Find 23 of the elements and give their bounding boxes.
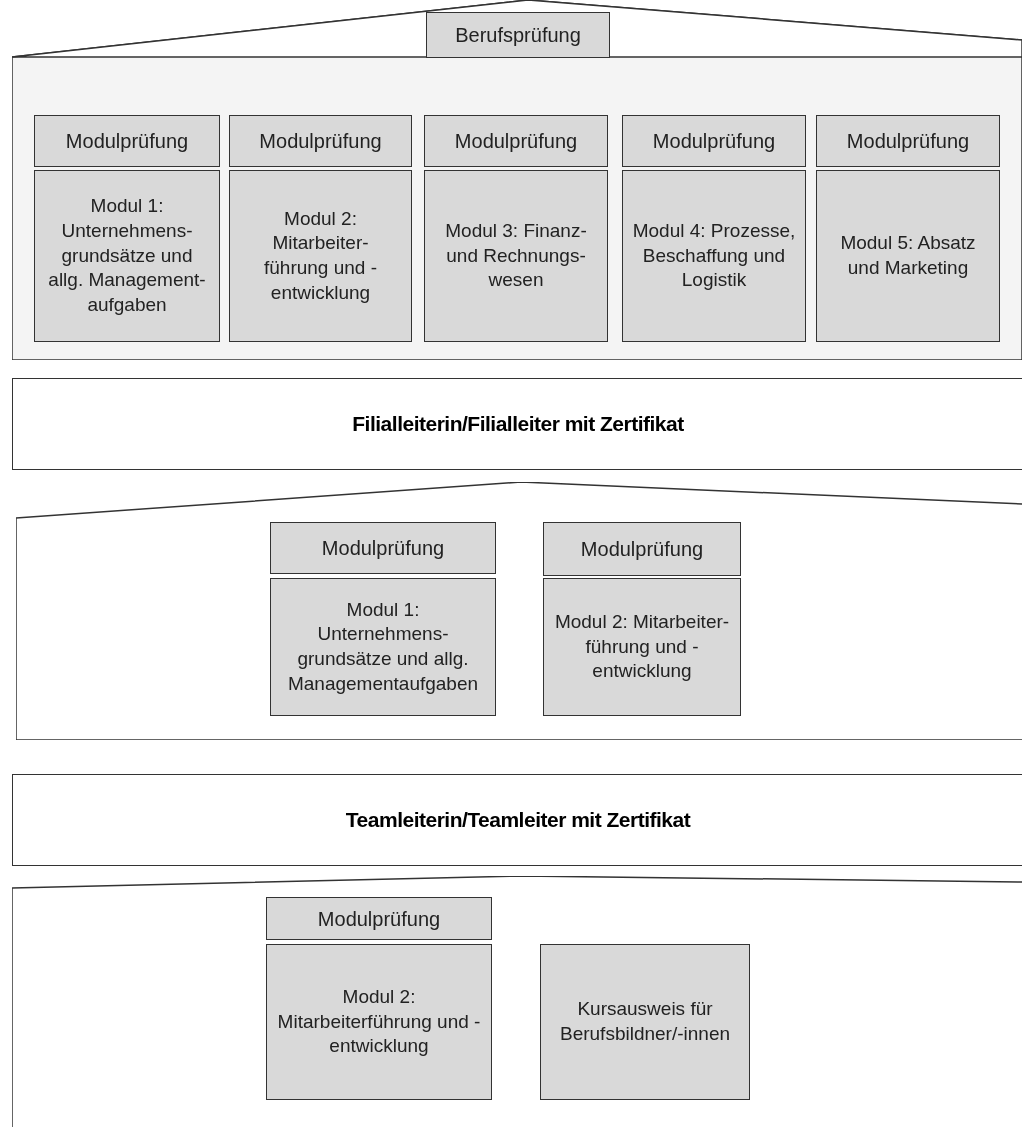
module-box: Modul 5: Absatz und Marketing <box>816 170 1000 342</box>
module-box: Modul 1: Unternehmens- grundsätze und allg. Management- aufgaben <box>34 170 220 342</box>
exam-box: Modulprüfung <box>816 115 1000 167</box>
exam-box: Modulprüfung <box>622 115 806 167</box>
certificate-banner: Teamleiterin/Teamleiter mit Zertifikat <box>12 774 1022 866</box>
module-box: Modul 4: Prozesse, Beschaffung und Logistik <box>622 170 806 342</box>
house-frame <box>12 876 1022 1127</box>
module-box: Modul 2: Mitarbeiter- führung und - entwicklung <box>543 578 741 716</box>
exam-box: Modulprüfung <box>266 897 492 940</box>
exam-box: Modulprüfung <box>229 115 412 167</box>
module-box: Modul 2: Mitarbeiterführung und -entwicklung <box>266 944 492 1100</box>
exam-box: Berufsprüfung <box>426 12 610 58</box>
exam-box: Modulprüfung <box>543 522 741 576</box>
module-box: Modul 3: Finanz- und Rechnungs- wesen <box>424 170 608 342</box>
certificate-banner: Filialleiterin/Filialleiter mit Zertifikat <box>12 378 1022 470</box>
exam-box: Modulprüfung <box>424 115 608 167</box>
module-box: Modul 1: Unternehmens- grundsätze und allg. Managementaufgaben <box>270 578 496 716</box>
house-frame <box>16 482 1022 740</box>
exam-box: Modulprüfung <box>270 522 496 574</box>
house-frame <box>12 0 1022 360</box>
exam-box: Modulprüfung <box>34 115 220 167</box>
module-box: Kursausweis für Berufsbildner/-innen <box>540 944 750 1100</box>
module-box: Modul 2: Mitarbeiter- führung und - entwicklung <box>229 170 412 342</box>
